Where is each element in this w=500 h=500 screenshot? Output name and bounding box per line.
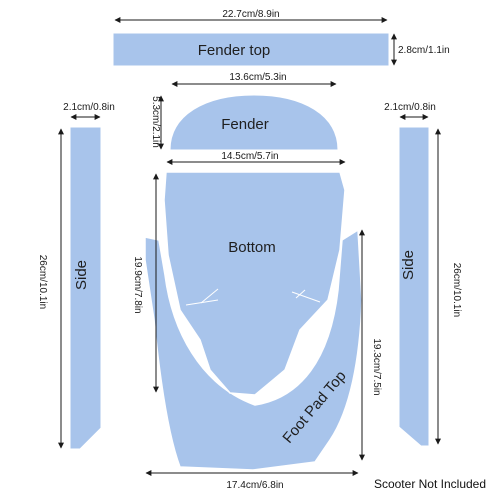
- bottom-part: [163, 171, 346, 396]
- scooter-not-included-note: Scooter Not Included: [374, 477, 486, 491]
- side-right-height-dim: 26cm/10.1in: [451, 263, 462, 317]
- fender-label: Fender: [221, 116, 269, 133]
- fender-part: [169, 94, 339, 151]
- side-left-height-dim: 26cm/10.1in: [37, 255, 48, 309]
- foot-pad-height-dim: 19.3cm/7.5in: [371, 338, 382, 395]
- fender-width-dim: 13.6cm/5.3in: [229, 72, 286, 83]
- bottom-cut-line-left-2: [200, 288, 219, 304]
- foot-pad-width-dim: 17.4cm/6.8in: [226, 480, 283, 491]
- side-left-width-dim: 2.1cm/0.8in: [63, 102, 115, 113]
- side-right-label: Side: [400, 250, 417, 280]
- fender-top-width-dim: 22.7cm/8.9in: [222, 9, 279, 20]
- fender-top-label: Fender top: [198, 42, 271, 59]
- bottom-height-dim: 19.9cm/7.8in: [132, 256, 143, 313]
- fender-top-part: [112, 32, 390, 67]
- side-left-part: [69, 126, 102, 450]
- side-right-part: [398, 126, 430, 447]
- fender-top-height-dim: 2.8cm/1.1in: [398, 45, 450, 56]
- bottom-cut-line-right-2: [295, 289, 306, 299]
- bottom-cut-line-right: [291, 291, 321, 303]
- fender-height-dim: 5.3cm/2.1in: [150, 96, 161, 148]
- side-left-label: Side: [73, 260, 90, 290]
- side-right-width-dim: 2.1cm/0.8in: [384, 102, 436, 113]
- bottom-label: Bottom: [228, 239, 276, 256]
- bottom-width-dim: 14.5cm/5.7in: [221, 151, 278, 162]
